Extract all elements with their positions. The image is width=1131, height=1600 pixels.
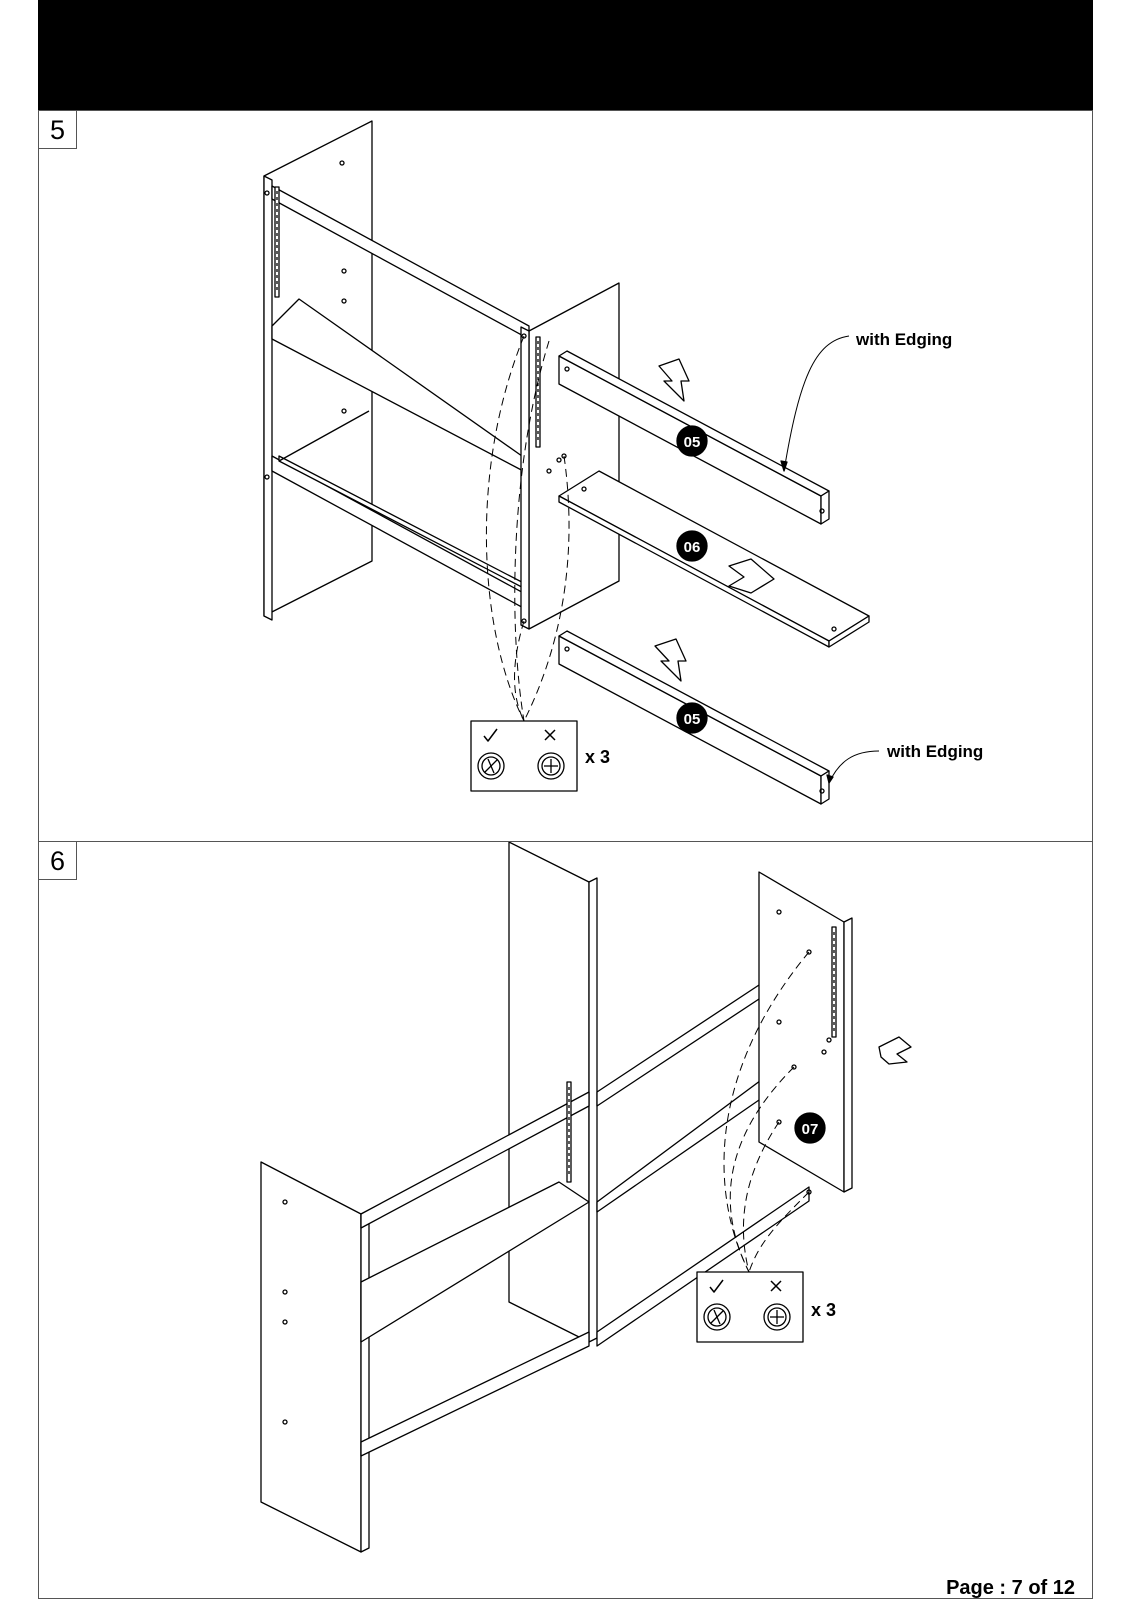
part-badge: 06 [676,530,708,562]
step-6-panel: 6 [38,841,1093,1599]
part-badge: 05 [676,702,708,734]
part-badge: 05 [676,425,708,457]
screw-quantity: x 3 [811,1300,836,1320]
edging-note: with Edging [855,330,952,349]
part-label: 05 [684,711,701,728]
screw-quantity: x 3 [585,747,610,767]
step-5-illustration: 05 06 05 with Edging with Edging x 3 [263,120,983,805]
part-label: 07 [802,1121,819,1138]
part-badge: 07 [794,1112,826,1144]
step-6-number: 6 [39,842,77,880]
part-label: 06 [684,539,701,556]
step-5-panel: 5 [38,110,1093,842]
step-6-illustration: 07 x 3 [260,842,912,1553]
part-label: 05 [684,434,701,451]
header-bar [38,0,1093,110]
page-number: Page : 7 of 12 [946,1577,1075,1599]
edging-note: with Edging [886,742,983,761]
step-5-number: 5 [39,111,77,149]
